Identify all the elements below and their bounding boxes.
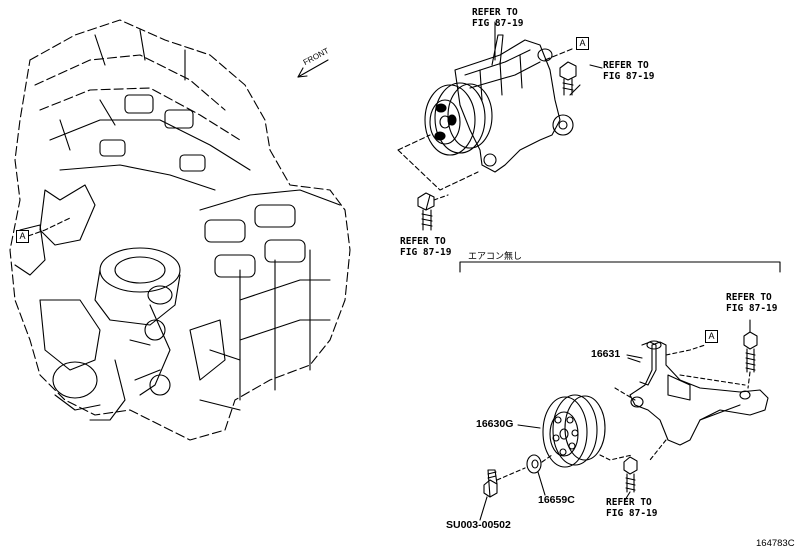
ref-mark-a-compressor: A (576, 37, 589, 50)
bolt-bracket-bottom (623, 456, 638, 493)
washer (526, 454, 542, 474)
leader-a-engine (27, 217, 71, 237)
ref-mark-a-engine: A (16, 230, 29, 243)
ac-compressor (424, 34, 574, 173)
leader-bolt (479, 496, 488, 521)
leader-16631 (626, 354, 643, 359)
bolt-left (417, 192, 435, 231)
refer-label-left-bolt: REFER TO FIG 87-19 (400, 236, 452, 258)
leader-16659c (537, 471, 546, 496)
variant-label: エアコン無し (468, 252, 523, 262)
leader-compressor-mount (397, 134, 479, 191)
engine-block (9, 19, 351, 441)
part-number-pulley: 16630G (476, 418, 514, 430)
bolt-top-right (559, 61, 577, 96)
leader-refer-lower-bolt (624, 491, 631, 501)
part-number-bolt: SU003-00502 (446, 519, 511, 531)
refer-label-lower-bolt: REFER TO FIG 87-19 (606, 497, 658, 519)
figure-id: 164783C (756, 538, 795, 549)
idler-bracket (629, 340, 769, 446)
bolt-bracket-right (743, 331, 758, 373)
leader-16630g (517, 424, 541, 429)
refer-label-top: REFER TO FIG 87-19 (472, 7, 524, 29)
front-arrow (297, 59, 329, 78)
refer-label-lower-right: REFER TO FIG 87-19 (726, 292, 778, 314)
bolt-pulley (483, 469, 498, 498)
idler-pulley (542, 394, 606, 468)
leader-a-compressor (544, 48, 573, 61)
leader-refer-top-right (569, 64, 603, 96)
part-number-washer: 16659C (538, 494, 575, 506)
refer-label-top-right: REFER TO FIG 87-19 (603, 60, 655, 82)
variant-bracket (459, 261, 781, 273)
ref-mark-a-bracket: A (705, 330, 718, 343)
part-number-bracket: 16631 (591, 348, 621, 360)
